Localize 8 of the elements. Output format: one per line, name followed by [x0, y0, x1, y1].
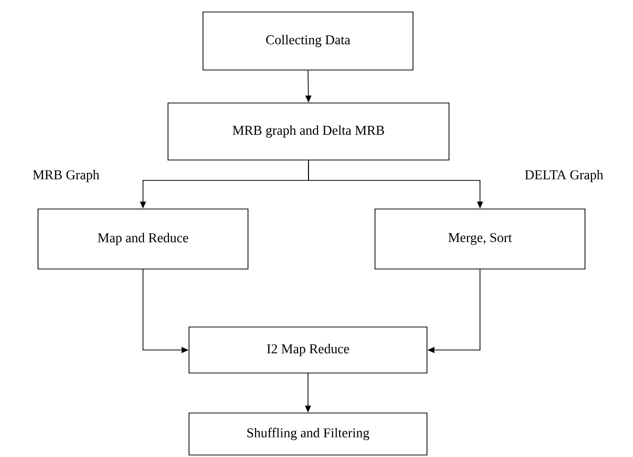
- edge-label: MRB Graph: [32, 168, 100, 184]
- process-box: Merge, Sort: [374, 208, 586, 270]
- process-box: Collecting Data: [202, 12, 414, 70]
- process-box: MRB graph and Delta MRB: [168, 102, 450, 160]
- process-box: Shuffling and Filtering: [188, 412, 428, 456]
- edge-label: DELTA Graph: [524, 168, 604, 184]
- process-box: I2 Map Reduce: [188, 326, 428, 374]
- process-box: Map and Reduce: [38, 208, 248, 270]
